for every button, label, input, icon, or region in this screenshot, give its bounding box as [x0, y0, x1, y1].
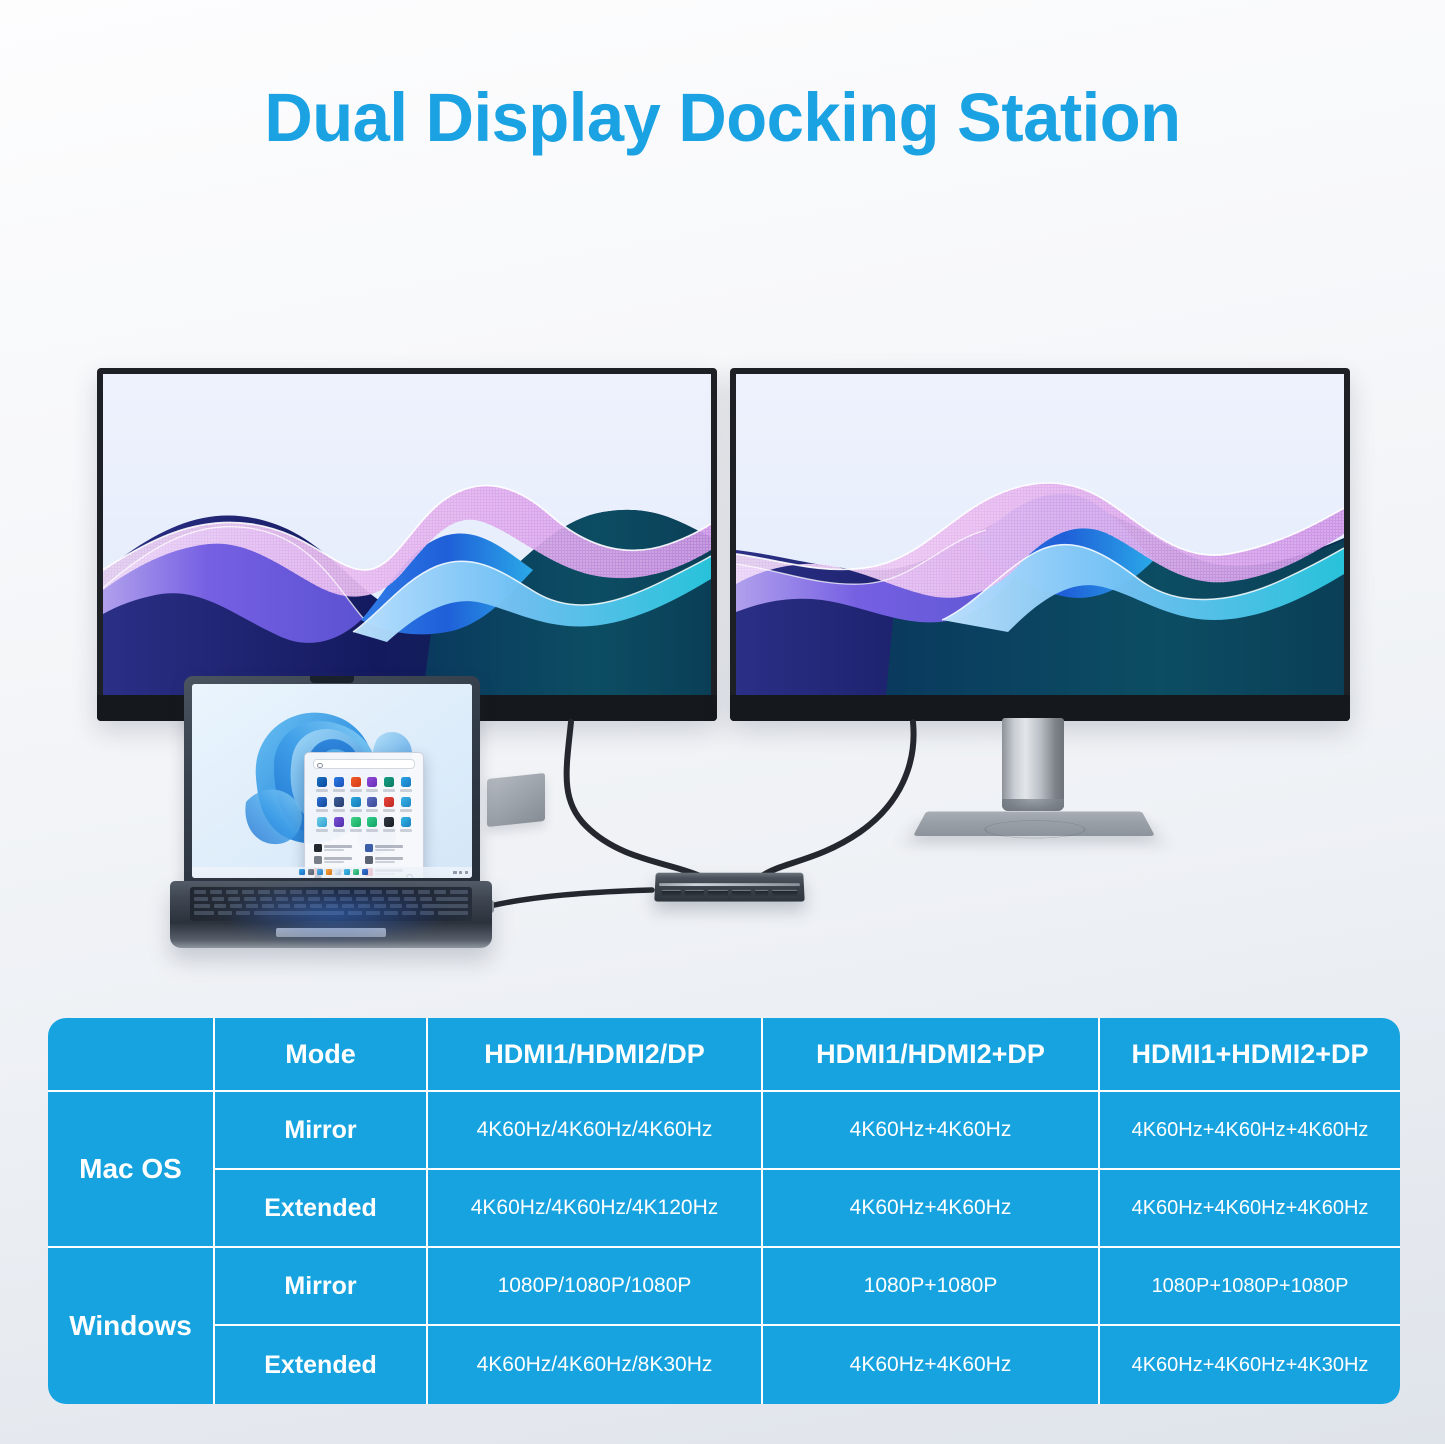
laptop-windows-11 [170, 676, 492, 948]
start-icon[interactable] [299, 869, 305, 876]
settings-icon[interactable] [362, 869, 368, 876]
file-explorer-icon[interactable] [335, 869, 341, 876]
task-view-icon[interactable] [317, 869, 323, 876]
table-cell-value: 4K60Hz/4K60Hz/8K30Hz [426, 1324, 761, 1404]
search-icon[interactable] [308, 869, 314, 876]
table-header-col3: HDMI1+HDMI2+DP [1098, 1018, 1400, 1090]
sd-card-slot [754, 889, 769, 898]
monitor-left-screen [103, 374, 711, 695]
volume-icon[interactable] [459, 870, 463, 874]
compatibility-table: Mode HDMI1/HDMI2/DP HDMI1/HDMI2+DP HDMI1… [48, 1018, 1400, 1404]
table-header-os [48, 1018, 213, 1090]
table-header-mode: Mode [213, 1018, 426, 1090]
table-cell-mode: Extended [213, 1168, 426, 1246]
app-tile[interactable] [314, 797, 331, 817]
external-monitor-left [97, 368, 717, 721]
app-tile[interactable] [314, 777, 331, 797]
app-tile[interactable] [314, 817, 331, 837]
usb-a-port [708, 889, 728, 898]
monitor-stand-column [1002, 718, 1064, 811]
table-header-col2: HDMI1/HDMI2+DP [761, 1018, 1098, 1090]
table-cell-value: 4K60Hz+4K60Hz [761, 1324, 1098, 1404]
table-cell-value: 1080P+1080P [761, 1246, 1098, 1324]
table-cell-mode: Extended [213, 1324, 426, 1404]
recommended-row[interactable] [314, 844, 414, 852]
usb-a-port [731, 889, 751, 898]
usb-c-docking-hub [654, 872, 805, 902]
app-tile[interactable] [331, 817, 348, 837]
laptop-camera-notch [310, 676, 354, 683]
recommended-item[interactable] [314, 856, 363, 865]
app-tile[interactable] [381, 817, 398, 837]
widgets-icon[interactable] [326, 869, 332, 876]
edge-icon[interactable] [344, 869, 350, 876]
table-cell-value: 1080P+1080P+1080P [1098, 1246, 1400, 1324]
recommended-item[interactable] [365, 856, 414, 865]
system-tray[interactable] [453, 870, 468, 874]
app-tile[interactable] [364, 777, 381, 797]
tf-card-slot [772, 889, 798, 898]
wallpaper-ribbon-waves [736, 374, 1344, 695]
table-cell-value: 4K60Hz+4K60Hz+4K60Hz [1098, 1090, 1400, 1168]
pinned-apps-grid[interactable] [314, 777, 414, 837]
app-tile[interactable] [397, 797, 414, 817]
start-menu-search-input[interactable] [313, 759, 415, 769]
table-cell-value: 4K60Hz+4K60Hz [761, 1168, 1098, 1246]
table-cell-value: 1080P/1080P/1080P [426, 1246, 761, 1324]
app-tile[interactable] [347, 817, 364, 837]
app-tile[interactable] [364, 817, 381, 837]
page-title: Dual Display Docking Station [264, 79, 1181, 156]
table-cell-value: 4K60Hz+4K60Hz+4K30Hz [1098, 1324, 1400, 1404]
app-tile[interactable] [397, 817, 414, 837]
monitor-stand-base [913, 811, 1155, 836]
monitor-right-screen [736, 374, 1344, 695]
app-tile[interactable] [347, 797, 364, 817]
laptop-base [170, 881, 492, 948]
table-cell-mode: Mirror [213, 1246, 426, 1324]
table-header-col1: HDMI1/HDMI2/DP [426, 1018, 761, 1090]
table-cell-value: 4K60Hz/4K60Hz/4K120Hz [426, 1168, 761, 1246]
table-cell-mode: Mirror [213, 1090, 426, 1168]
hub-accent-strip [659, 883, 800, 887]
app-tile[interactable] [331, 797, 348, 817]
table-row-os-macos: Mac OS [48, 1090, 213, 1246]
laptop-screen [192, 684, 472, 878]
recommended-item[interactable] [314, 844, 363, 852]
wallpaper-ribbon-waves [103, 374, 711, 695]
app-tile[interactable] [347, 777, 364, 797]
laptop-keyboard [190, 887, 472, 921]
usb-a-port [661, 889, 682, 898]
network-icon[interactable] [453, 870, 457, 874]
app-tile[interactable] [331, 777, 348, 797]
hub-port-row [661, 889, 798, 898]
table-cell-value: 4K60Hz/4K60Hz/4K60Hz [426, 1090, 761, 1168]
app-tile[interactable] [364, 797, 381, 817]
usb-a-port [684, 889, 705, 898]
laptop-lid [184, 676, 480, 888]
recommended-row[interactable] [314, 856, 414, 865]
recommended-item[interactable] [365, 844, 414, 852]
app-tile[interactable] [381, 797, 398, 817]
table-cell-value: 4K60Hz+4K60Hz [761, 1090, 1098, 1168]
monitor-left-rear-foot [487, 772, 545, 828]
monitor-right-chin [730, 695, 1350, 721]
external-monitor-right [730, 368, 1350, 721]
battery-icon[interactable] [464, 870, 468, 874]
store-icon[interactable] [353, 869, 359, 876]
app-tile[interactable] [381, 777, 398, 797]
windows-start-menu[interactable] [304, 752, 424, 878]
table-cell-value: 4K60Hz+4K60Hz+4K60Hz [1098, 1168, 1400, 1246]
laptop-trackpad [276, 928, 386, 937]
windows-taskbar[interactable] [192, 867, 472, 878]
app-tile[interactable] [397, 777, 414, 797]
table-row-os-windows: Windows [48, 1246, 213, 1404]
